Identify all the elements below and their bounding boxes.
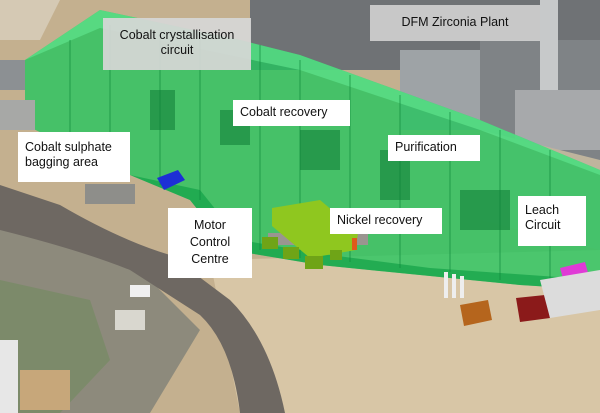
tank-left: [0, 340, 18, 413]
cobalt-recovery-label: Cobalt recovery: [233, 100, 350, 126]
leach-tanks: [444, 272, 464, 298]
leach-label: Leach Circuit: [518, 196, 586, 246]
left-shed: [85, 184, 135, 204]
orange-tank: [460, 300, 492, 326]
bg-shed: [0, 60, 25, 90]
enclosure-roof: [25, 10, 600, 175]
plant-label: DFM Zirconia Plant: [370, 5, 540, 41]
sand-area: [210, 250, 600, 413]
road: [0, 185, 285, 413]
trailer: [130, 285, 150, 297]
red-tank: [516, 295, 550, 322]
plant-unit: [515, 90, 600, 150]
bagging-label: Cobalt sulphate bagging area: [18, 132, 130, 182]
purification-label: Purification: [388, 135, 480, 161]
white-structure: [540, 270, 600, 318]
container: [115, 310, 145, 330]
motor-control-label: Motor Control Centre: [168, 208, 252, 278]
bg-left: [0, 0, 60, 40]
crystallisation-label: Cobalt crystallisation circuit: [103, 18, 251, 70]
orange-marker: [352, 238, 357, 250]
bagging-equipment: [157, 170, 185, 190]
nickel-recovery-label: Nickel recovery: [330, 208, 442, 234]
left-building: [0, 100, 35, 130]
small-building: [20, 370, 70, 410]
nickel-small-units: [262, 237, 342, 269]
